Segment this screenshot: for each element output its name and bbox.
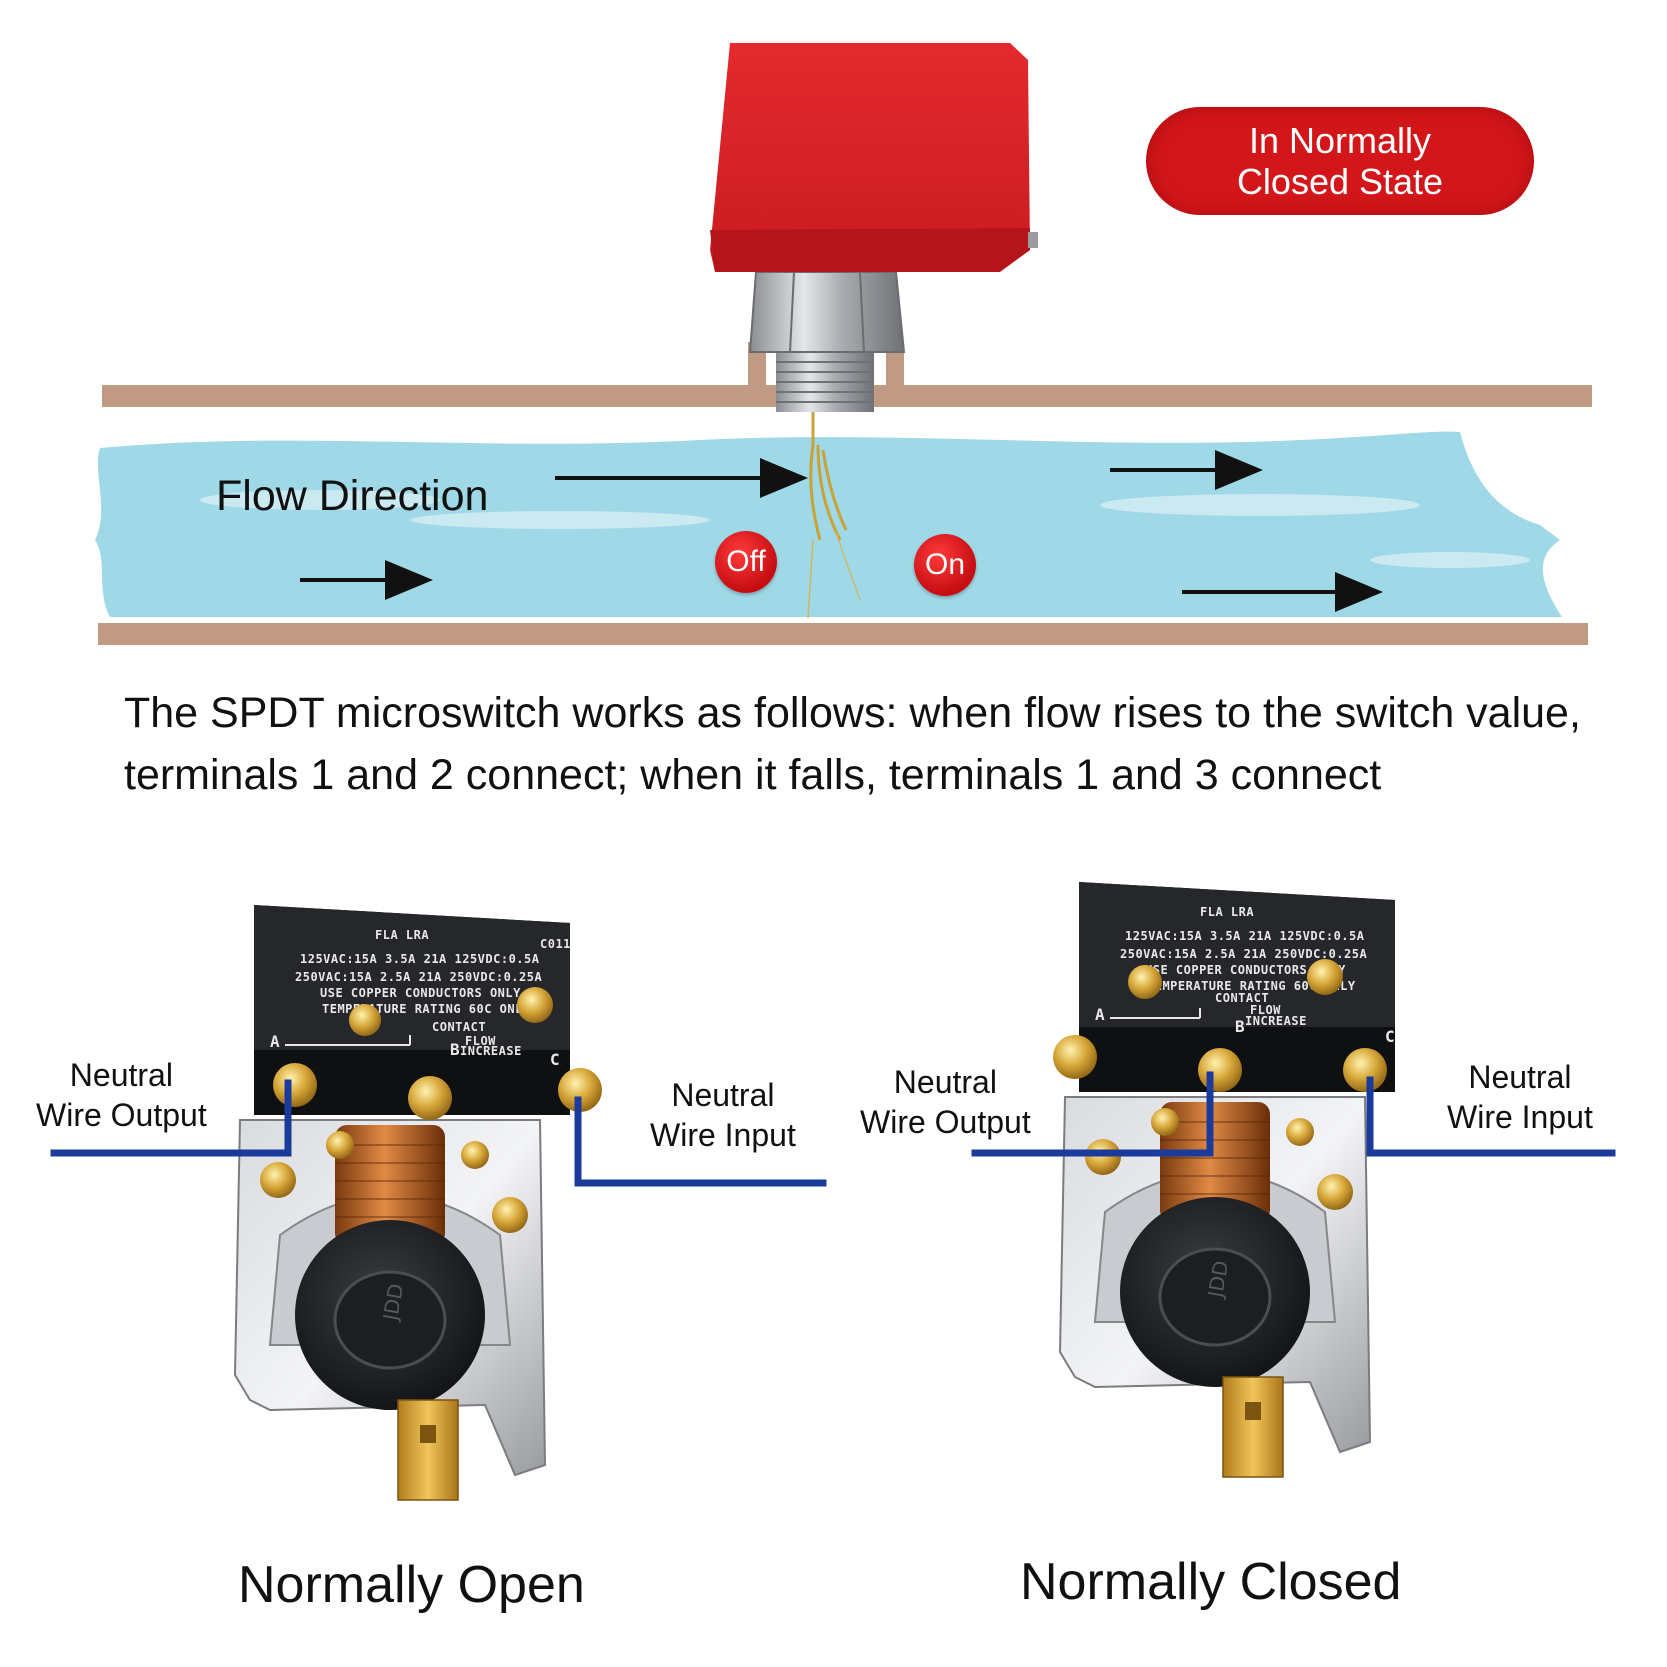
terminal-screw-b <box>1198 1048 1242 1092</box>
water-flow <box>95 431 1562 617</box>
spec-terminal-a: A <box>270 1032 280 1051</box>
label-line2: Wire Input <box>1447 1099 1593 1135</box>
off-label: Off <box>726 545 766 578</box>
terminal-screw-c <box>558 1068 602 1112</box>
spec-line4: TEMPERATURE RATING 60C ONLY <box>1147 979 1356 993</box>
label-line2: Wire Output <box>36 1097 207 1133</box>
flow-direction-label: Flow Direction <box>216 472 489 520</box>
spec-code: C011 <box>540 937 571 951</box>
state-badge-line2: Closed State <box>1236 161 1444 202</box>
spec-line2: 250VAC:15A 2.5A 21A 250VDC:0.25A <box>1120 947 1367 961</box>
top-screw-1 <box>1128 965 1162 999</box>
terminal-screw-a <box>1053 1035 1097 1079</box>
wire-left-input <box>574 1096 827 1187</box>
hex-nut <box>748 271 906 353</box>
top-screw-2 <box>1307 959 1343 995</box>
spec-terminal-c: C <box>1385 1027 1395 1046</box>
label-line2: Wire Input <box>650 1117 796 1153</box>
off-indicator: Off <box>715 531 777 593</box>
left-switch-input-label: Neutral Wire Input <box>650 1075 796 1155</box>
top-screw-1 <box>349 1004 381 1036</box>
spec-contact: CONTACT <box>1215 991 1269 1005</box>
label-line1: Neutral <box>893 1064 997 1100</box>
microswitch-normally-open: FLA LRA C011 125VAC:15A 3.5A 21A 125VDC:… <box>233 903 602 1502</box>
label-line1: Neutral <box>671 1077 775 1113</box>
spec-line3: USE COPPER CONDUCTORS ONLY <box>320 986 521 1000</box>
wire-left-output <box>50 1079 292 1157</box>
wire-right-output <box>971 1071 1214 1157</box>
spec-line1: 125VAC:15A 3.5A 21A 125VDC:0.5A <box>300 952 540 966</box>
spec-header: FLA LRA <box>1200 905 1254 919</box>
label-line2: Wire Output <box>860 1104 1031 1140</box>
pipe-bottom-wall <box>98 623 1588 645</box>
terminal-screw-a <box>273 1063 317 1107</box>
right-switch-input-label: Neutral Wire Input <box>1447 1057 1593 1137</box>
spec-flow: FLOW <box>465 1034 496 1048</box>
left-switch-output-label: Neutral Wire Output <box>36 1055 207 1135</box>
spec-flow: FLOW <box>1250 1003 1281 1017</box>
state-badge: In Normally Closed State <box>1146 107 1534 215</box>
spec-terminal-a: A <box>1095 1005 1105 1024</box>
top-screw-2 <box>517 987 553 1023</box>
terminal-screw-c <box>1343 1048 1387 1092</box>
spec-terminal-b: B <box>450 1040 460 1059</box>
description-text: The SPDT microswitch works as follows: w… <box>124 689 1581 799</box>
caption-normally-open: Normally Open <box>238 1556 585 1614</box>
red-housing <box>710 43 1030 272</box>
label-line1: Neutral <box>69 1057 173 1093</box>
on-indicator: On <box>914 534 976 596</box>
caption-normally-closed: Normally Closed <box>1020 1553 1402 1611</box>
spec-increase: INCREASE <box>460 1044 522 1058</box>
spec-line1: 125VAC:15A 3.5A 21A 125VDC:0.5A <box>1125 929 1365 943</box>
spec-increase: INCREASE <box>1245 1014 1307 1028</box>
spec-header: FLA LRA <box>375 928 429 942</box>
on-label: On <box>924 548 966 581</box>
right-switch-output-label: Neutral Wire Output <box>860 1062 1031 1142</box>
spec-terminal-c: C <box>550 1050 560 1069</box>
wire-right-input <box>1366 1076 1616 1157</box>
label-line1: Neutral <box>1468 1059 1572 1095</box>
spec-terminal-b: B <box>1235 1017 1245 1036</box>
spec-contact: CONTACT <box>432 1020 486 1034</box>
spec-line3: USE COPPER CONDUCTORS ONLY <box>1145 963 1346 977</box>
state-badge-line1: In Normally <box>1248 120 1432 161</box>
terminal-screw-b <box>408 1076 452 1120</box>
microswitch-normally-closed: FLA LRA 125VAC:15A 3.5A 21A 125VDC:0.5A … <box>1053 880 1397 1479</box>
spec-line2: 250VAC:15A 2.5A 21A 250VDC:0.25A <box>295 970 542 984</box>
